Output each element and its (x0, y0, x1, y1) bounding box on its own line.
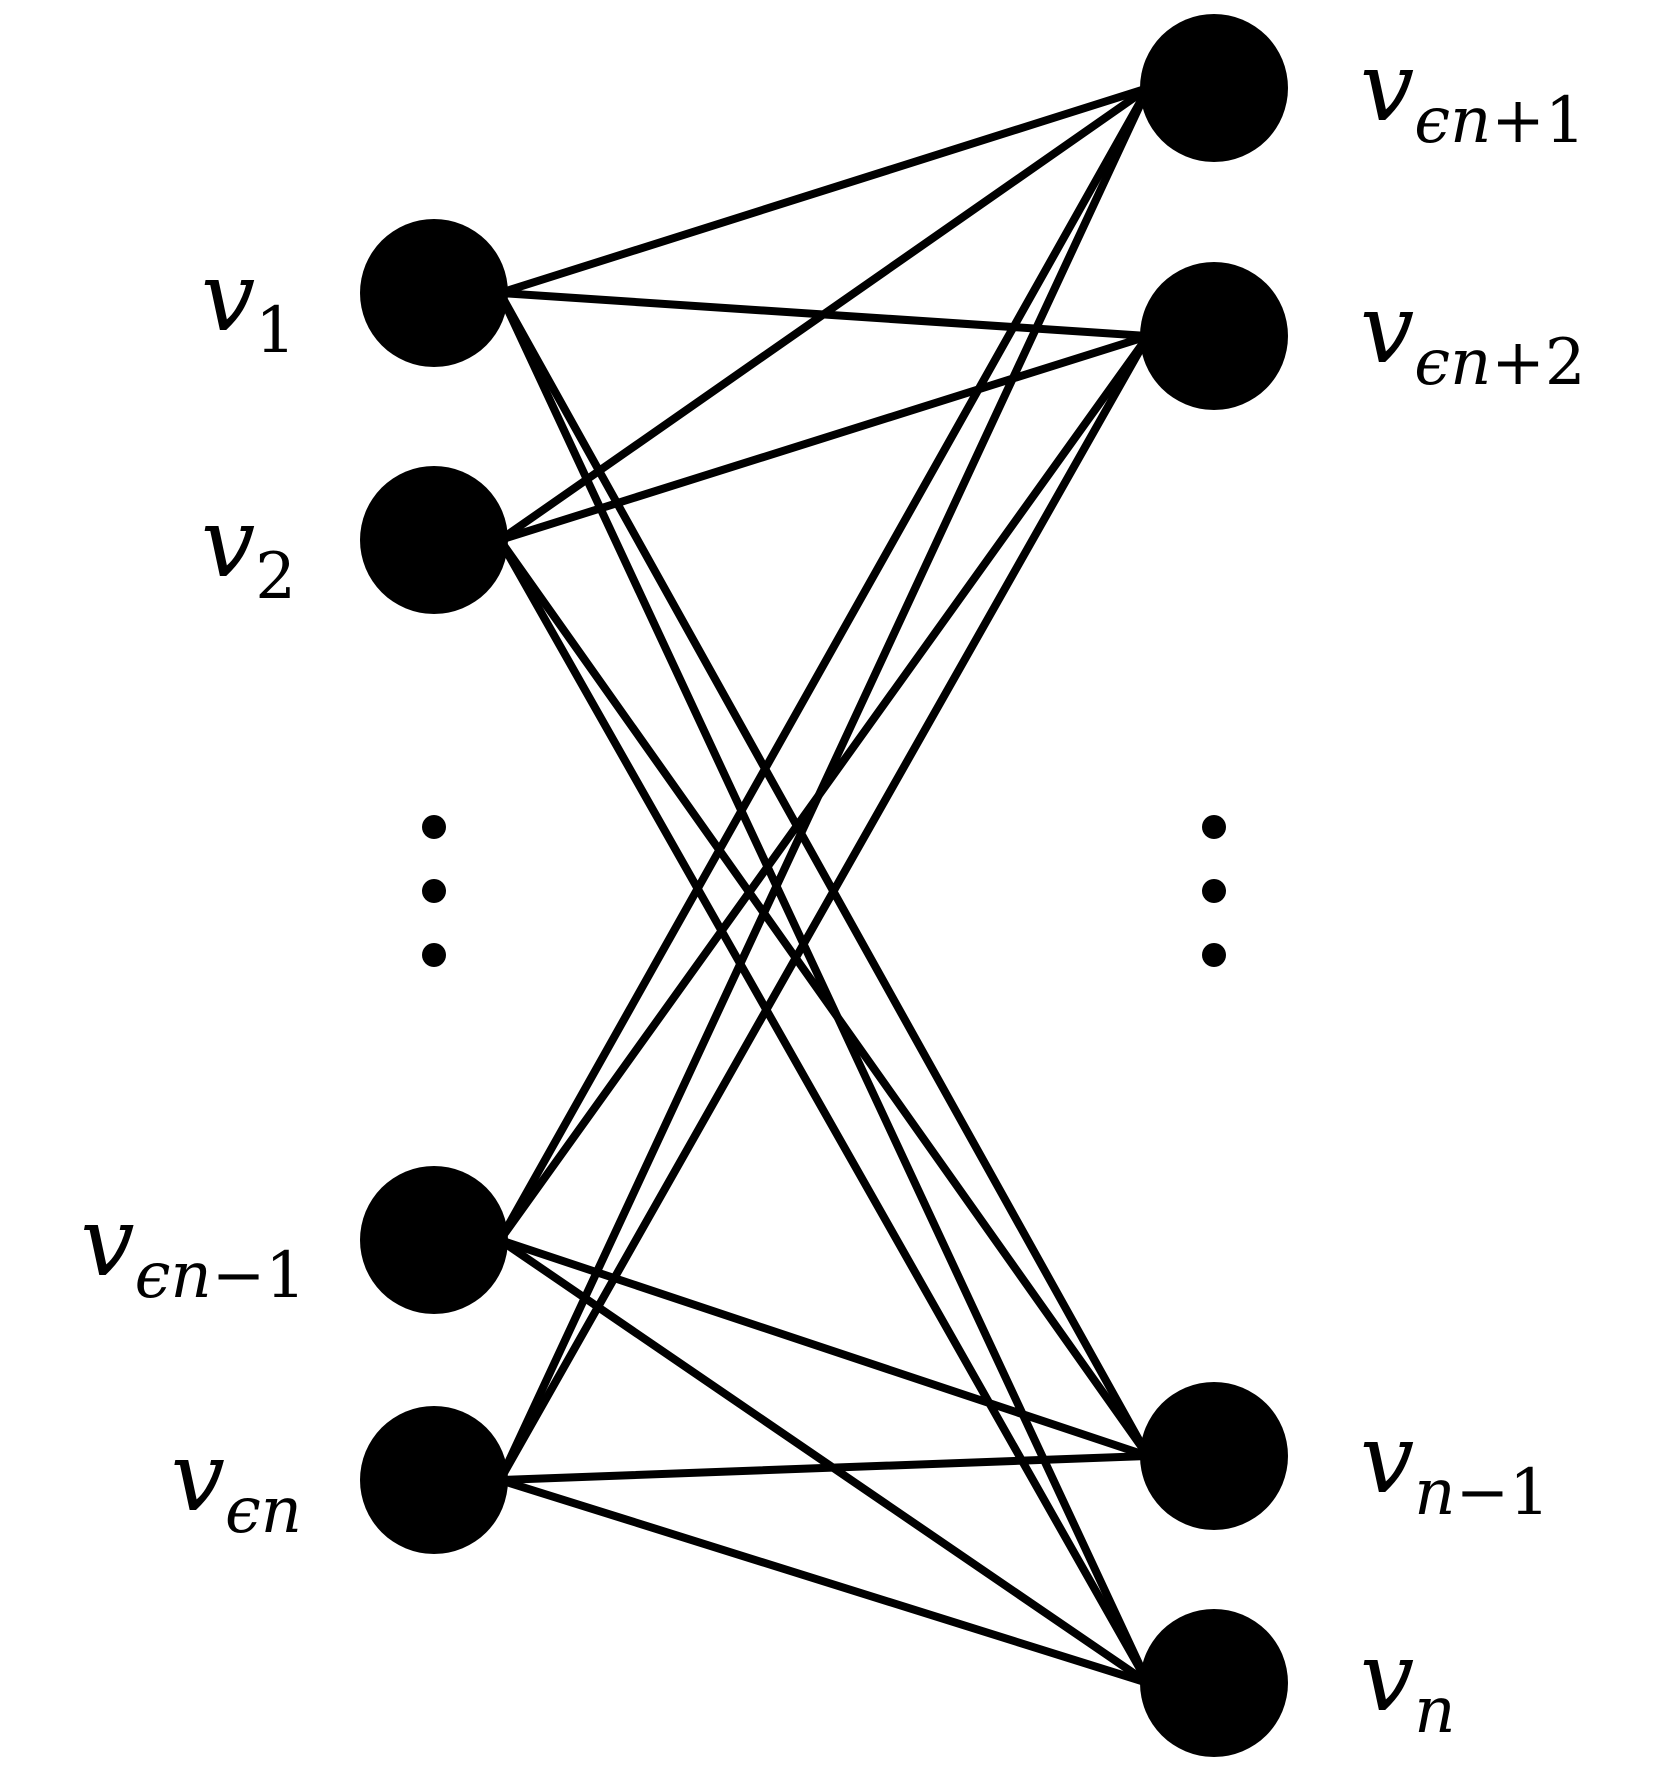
left-ellipsis (422, 815, 446, 967)
edge-v1-vn-1 (496, 289, 1152, 1460)
label-subscript-italic: n (1414, 1456, 1455, 1530)
edge-ven-ven+2 (496, 332, 1152, 1484)
node-label-ven-1: vϵn−1 (80, 1186, 306, 1313)
edge-layer (496, 84, 1152, 1687)
node-label-v2: v2 (201, 487, 296, 614)
label-variable: v (1360, 273, 1414, 385)
ellipsis-dot (422, 815, 446, 839)
node-label-ven+1: vϵn+1 (1360, 31, 1586, 158)
node-layer (360, 14, 1288, 1757)
edge-v1-ven+1 (496, 84, 1152, 297)
label-subscript-italic: ϵn (225, 1474, 302, 1548)
label-subscript: 1 (255, 294, 296, 368)
edge-v2-vn (496, 536, 1152, 1687)
node-label-ven: vϵn (171, 1421, 302, 1548)
label-variable: v (171, 1421, 225, 1533)
label-variable: v (1360, 31, 1414, 143)
ellipsis-dot (1202, 943, 1226, 967)
node-label-vn: vn (1360, 1621, 1455, 1748)
label-subscript-plain: +1 (1491, 84, 1585, 158)
edge-v2-ven+1 (496, 84, 1152, 544)
node-vn-1 (1140, 1382, 1288, 1530)
edge-ven-1-ven+1 (496, 84, 1152, 1244)
label-subscript-italic: ϵn (1414, 326, 1491, 400)
label-subscript-italic: n (1414, 1674, 1455, 1748)
edge-v2-vn-1 (496, 536, 1152, 1460)
node-label-ven+2: vϵn+2 (1360, 273, 1586, 400)
label-subscript-italic: ϵn (1414, 84, 1491, 158)
right-ellipsis (1202, 815, 1226, 967)
edge-ven-vn-1 (496, 1452, 1152, 1484)
edge-ven-1-vn (496, 1236, 1152, 1687)
ellipsis-dot (422, 943, 446, 967)
label-variable: v (1360, 1403, 1414, 1515)
node-label-vn-1: vn−1 (1360, 1403, 1550, 1530)
ellipsis-dot (1202, 879, 1226, 903)
node-vn (1140, 1609, 1288, 1757)
node-ven-1 (360, 1166, 508, 1314)
label-subscript-plain: −1 (1455, 1456, 1549, 1530)
node-ven+2 (1140, 262, 1288, 410)
edge-ven-1-vn-1 (496, 1236, 1152, 1460)
label-subscript-italic: ϵn (135, 1239, 212, 1313)
node-ven+1 (1140, 14, 1288, 162)
label-subscript: 2 (255, 540, 296, 614)
label-variable: v (201, 487, 255, 599)
ellipsis-dot (1202, 815, 1226, 839)
node-label-v1: v1 (201, 241, 296, 368)
label-subscript-plain: +2 (1491, 326, 1585, 400)
node-v2 (360, 466, 508, 614)
edge-v1-vn (496, 289, 1152, 1687)
node-ven (360, 1406, 508, 1554)
label-subscript-plain: −1 (212, 1239, 306, 1313)
ellipsis-dot (422, 879, 446, 903)
edge-ven-vn (496, 1476, 1152, 1687)
label-variable: v (1360, 1621, 1414, 1733)
label-variable: v (80, 1186, 134, 1298)
label-variable: v (201, 241, 255, 353)
node-v1 (360, 219, 508, 367)
edge-ven-ven+1 (496, 84, 1152, 1484)
edge-v2-ven+2 (496, 332, 1152, 544)
